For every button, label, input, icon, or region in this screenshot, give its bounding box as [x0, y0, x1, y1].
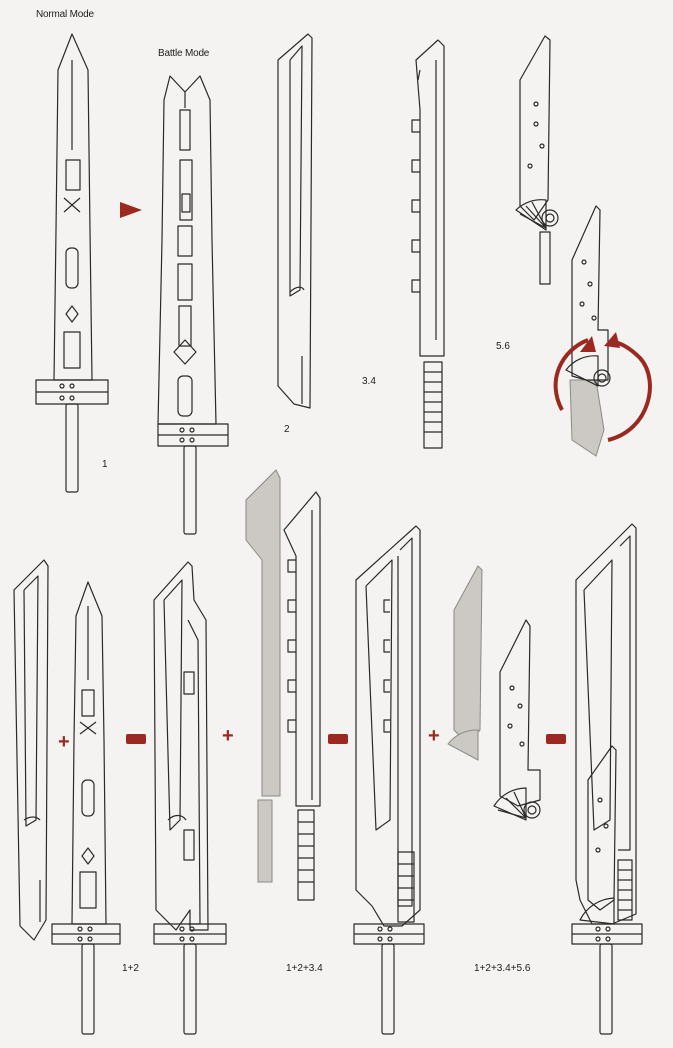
- sword-combo-12: [153, 561, 227, 1035]
- rotate-arrow-icon: [607, 340, 652, 442]
- rotate-arrow-icon: [553, 338, 589, 411]
- arrow-icon: [120, 202, 142, 218]
- label-combo-123456: 1+2+3.4+5.6: [474, 963, 531, 974]
- label-fig-2: 2: [284, 424, 290, 435]
- label-normal-mode: Normal Mode: [36, 9, 94, 20]
- blade-part-56-ghost: [447, 565, 483, 761]
- equals-icon: [546, 734, 566, 744]
- blade-part-2-combo: [13, 559, 49, 941]
- blade-part-1-combo: [51, 581, 121, 1035]
- plus-icon: +: [58, 731, 70, 753]
- blade-part-34: [411, 39, 445, 449]
- label-fig-56: 5.6: [496, 341, 510, 352]
- plus-icon: +: [222, 725, 234, 747]
- label-combo-12: 1+2: [122, 963, 139, 974]
- blade-part-56-combo: [493, 619, 541, 821]
- blade-part-34-ghost: [245, 469, 281, 883]
- equals-icon: [126, 734, 146, 744]
- plus-icon: +: [428, 725, 440, 747]
- blade-part-34-combo: [283, 491, 321, 901]
- sword-combo-123456: [571, 523, 643, 1035]
- blade-part-56-upper: [515, 35, 559, 285]
- sword-combo-1234: [353, 525, 425, 1035]
- blade-part-56-lower: [553, 205, 652, 457]
- label-fig-34: 3.4: [362, 376, 376, 387]
- blade-part-2: [277, 33, 313, 409]
- label-battle-mode: Battle Mode: [158, 48, 210, 59]
- equals-icon: [328, 734, 348, 744]
- sword-normal-mode: [35, 33, 109, 493]
- label-fig-1: 1: [102, 459, 108, 470]
- label-combo-1234: 1+2+3.4: [286, 963, 323, 974]
- sword-battle-mode: [157, 75, 229, 535]
